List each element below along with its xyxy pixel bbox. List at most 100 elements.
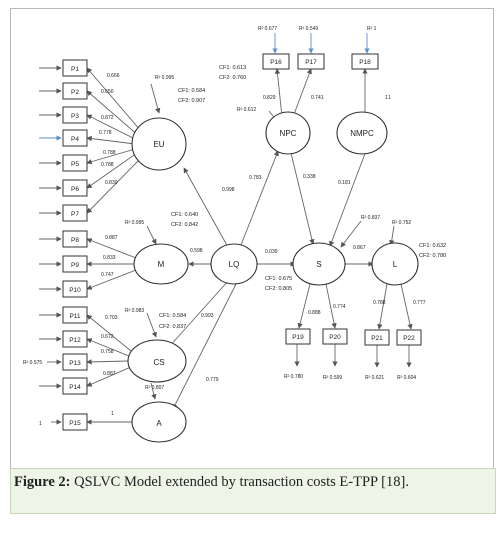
value-p7: 0.830 [105,180,118,186]
latent-s [292,242,346,286]
loading-m-p10 [86,269,137,290]
value-p10: 0.747 [101,272,114,278]
loading-cs-p14 [86,366,132,387]
latent-eu [131,117,187,171]
label-p15: P15 [69,420,81,427]
label-p12: P12 [69,337,81,344]
latent-npc [265,111,311,155]
loading-l-p22 [400,283,413,330]
cf2-eu: CF2: 0.907 [178,98,205,104]
value-p14: 0.887 [103,371,116,377]
value-p8: 0.887 [105,235,118,241]
label-p17: P17 [305,59,317,66]
indicator-p5 [62,154,88,172]
loading-eu-p5 [86,148,136,165]
label-p3: P3 [71,113,79,120]
label-p7: P7 [71,211,79,218]
cf2-cs: CF2: 0.837 [159,324,186,330]
value-nmpc-s: 0.181 [338,180,351,186]
r2-p21: R² 0.621 [365,375,384,381]
indicator-p22 [396,329,422,346]
r2-p13: R² 0.575 [23,360,42,366]
r2-npc: R² 0.612 [237,107,256,113]
indicator-p1 [62,59,88,77]
indicator-p21 [364,329,390,346]
value-p18: 1 [388,95,391,101]
label-p18: P18 [359,59,371,66]
cf1-l: CF1: 0.632 [419,243,446,249]
indicator-p10 [62,280,88,298]
value-p13: 0.758 [101,349,114,355]
label-s: S [316,260,321,269]
label-p20: P20 [329,334,341,341]
loading-eu-p2 [86,90,140,137]
value-p15: 1 [111,411,114,417]
label-p19: P19 [292,334,304,341]
value-lq-cs: 0.993 [201,313,214,319]
indicator-p11 [62,306,88,324]
r2-s: R² 0.837 [361,215,380,221]
value-p2: 0.650 [101,89,114,95]
indicator-p2 [62,82,88,100]
value-p6: 0.788 [101,162,114,168]
label-p16: P16 [270,59,282,66]
loading-cs-p11 [86,314,132,352]
caption-background [10,468,496,514]
loading-eu-p3 [86,114,138,141]
r2-p20: R² 0.599 [323,375,342,381]
r2-p18: R² 1 [367,26,377,32]
value-lq-npc: 0.783 [249,175,262,181]
loading-eu-p7 [86,157,142,214]
value-p17: 0.741 [311,95,324,101]
loading-npc-p16 [274,68,283,118]
cf1-eu: CF1: 0.584 [178,88,205,94]
indicator-p15 [62,413,88,431]
cf2-npc: CF2: 0.760 [219,75,246,81]
nmpc-error-value: 1 [385,95,388,101]
label-p10: P10 [69,287,81,294]
path-npc-s [290,152,315,245]
value-p5: 0.788 [103,150,116,156]
label-p13: P13 [69,360,81,367]
sem-path-diagram: P1 P2 P3 P4 P5 P6 P7 P8 P9 P10 P11 P12 P… [10,8,494,470]
r2-l: R² 0.752 [392,220,411,226]
cf2-m: CF2: 0.842 [171,222,198,228]
indicator-p9 [62,255,88,273]
label-p4: P4 [71,136,79,143]
value-npc-s: 0.338 [303,174,316,180]
label-cs: CS [153,358,164,367]
r2-p19: R² 0.780 [284,374,303,380]
label-lq: LQ [229,260,240,269]
label-p9: P9 [71,262,79,269]
value-p21: 0.788 [373,300,386,306]
r2-m: R² 0.995 [125,220,144,226]
caption-label: Figure 2: [14,474,71,490]
value-p16: 0.829 [263,95,276,101]
value-p9: 0.833 [103,255,116,261]
indicator-p7 [62,204,88,222]
value-p20: 0.774 [333,304,346,310]
label-eu: EU [153,140,164,149]
r2-p16: R² 0.677 [258,26,277,32]
indicator-p18 [351,53,379,70]
value-p4: 0.778 [99,130,112,136]
value-p19: 0.888 [308,310,321,316]
r2-eu: R² 0.995 [155,75,174,81]
value-p11: 0.703 [105,315,118,321]
label-p11: P11 [69,313,80,320]
indicator-p13 [62,353,88,371]
r2-p22: R² 0.604 [397,375,416,381]
r2-cs: R² 0.983 [125,308,144,314]
value-lq-m: 0.598 [190,248,203,254]
indicator-p20 [322,328,348,345]
label-p14: P14 [69,384,81,391]
value-p12: 0.672 [101,334,114,340]
indicator-p19 [285,328,311,345]
path-lq-cs [167,279,230,349]
latent-a [131,401,187,443]
value-lq-a: 0.779 [206,377,219,383]
loading-cs-p12 [86,338,130,357]
loading-cs-p13 [86,359,129,365]
label-p6: P6 [71,186,79,193]
path-lq-npc [240,150,279,246]
